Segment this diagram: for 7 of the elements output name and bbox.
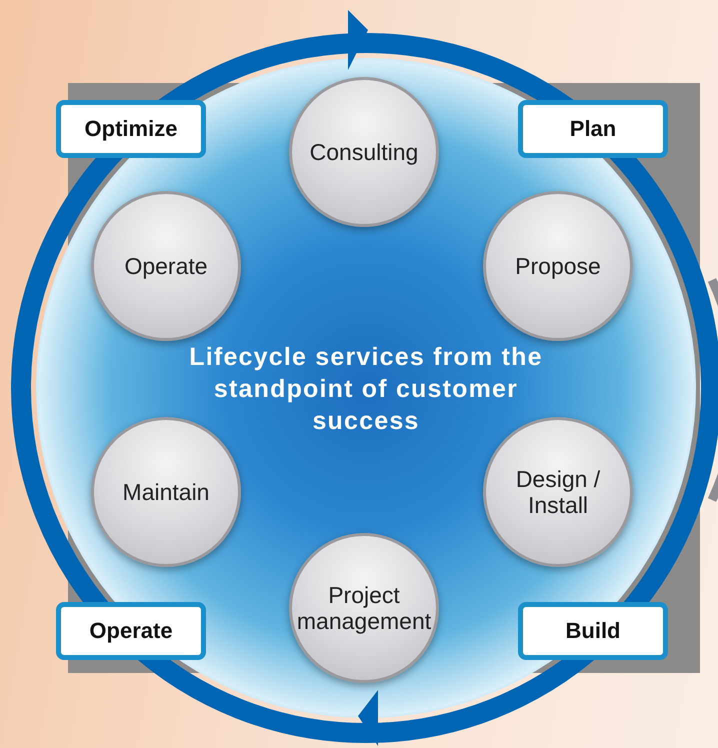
step-label: Project management: [296, 582, 432, 634]
step-label: Design / Install: [514, 466, 602, 518]
step-label: Propose: [514, 253, 602, 279]
step-label: Operate: [123, 253, 209, 279]
step-label: Maintain: [122, 479, 210, 505]
step-label: Consulting: [308, 139, 420, 165]
center-title: Lifecycle services from the standpoint of customer success: [188, 342, 544, 437]
